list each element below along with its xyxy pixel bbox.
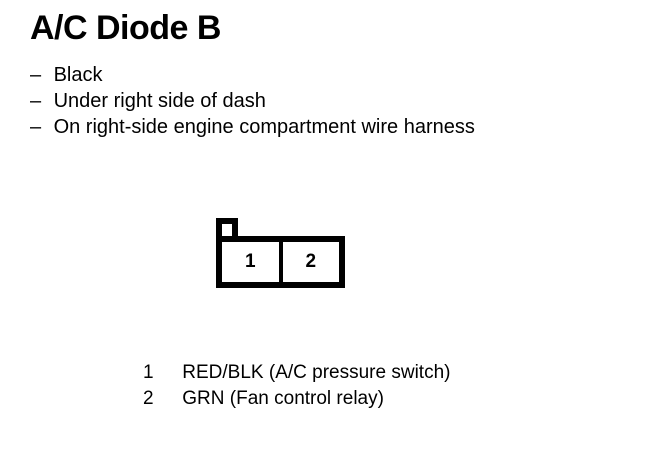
connector-cavity-2-number: 2 (305, 250, 317, 272)
connector-cavity-1-number: 1 (244, 250, 256, 272)
dash-bullet-icon: – (30, 64, 42, 86)
pin-legend-row: 2 GRN (Fan control relay) (143, 386, 563, 412)
description-item: – On right-side engine compartment wire … (30, 114, 630, 140)
dash-bullet-icon: – (30, 116, 42, 138)
pin-legend-number: 1 (143, 362, 154, 383)
connector-body: 1 2 (216, 236, 345, 288)
description-item: – Under right side of dash (30, 88, 630, 114)
description-item: – Black (30, 62, 630, 88)
connector-locking-tab-icon (216, 218, 238, 244)
description-item-label: Under right side of dash (53, 90, 266, 112)
pin-legend-number: 2 (143, 388, 154, 409)
description-item-label: Black (53, 64, 103, 86)
pin-legend: 1 RED/BLK (A/C pressure switch) 2 GRN (F… (143, 360, 563, 412)
pin-legend-description: GRN (Fan control relay) (182, 388, 384, 409)
dash-bullet-icon: – (30, 90, 42, 112)
page-title: A/C Diode B (30, 9, 221, 47)
connector-cavity-2: 2 (278, 242, 340, 282)
description-list: – Black – Under right side of dash – On … (30, 62, 630, 140)
pin-legend-row: 1 RED/BLK (A/C pressure switch) (143, 360, 563, 386)
connector-diagram: 1 2 (210, 212, 350, 294)
connector-cavity-1: 1 (222, 242, 279, 282)
description-item-label: On right-side engine compartment wire ha… (53, 116, 475, 138)
pin-legend-description: RED/BLK (A/C pressure switch) (182, 362, 451, 383)
